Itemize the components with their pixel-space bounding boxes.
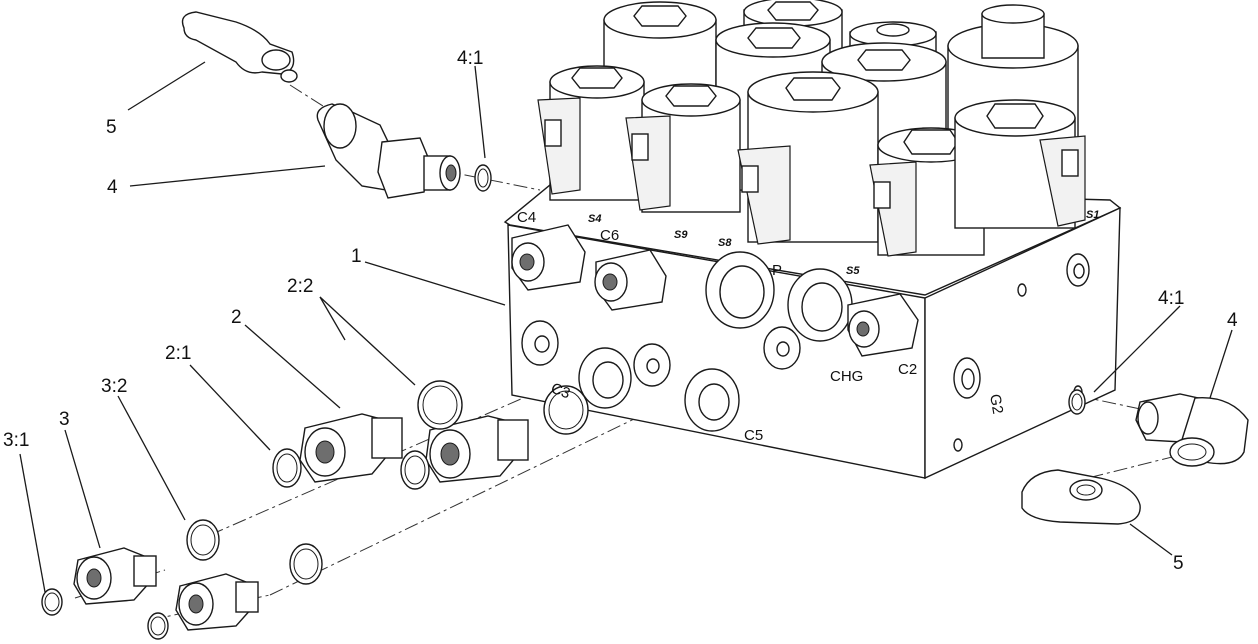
plug-center	[633, 343, 671, 387]
o-ring-2-1-a	[272, 448, 302, 488]
label-c3: C3	[549, 380, 573, 403]
port-c5	[684, 368, 740, 432]
manifold-block	[503, 184, 1122, 480]
callout-3-1: 3:1	[3, 430, 29, 451]
callout-5-top: 5	[106, 117, 117, 138]
label-p: P	[772, 262, 782, 279]
cap-bottom-right	[1021, 469, 1141, 525]
label-c6: C6	[600, 227, 619, 244]
o-ring-3-1-b	[147, 612, 169, 640]
elbow-fitting-right	[1135, 393, 1249, 467]
fitting-3-upper	[73, 547, 157, 605]
leader-lines	[19, 61, 1233, 593]
o-ring-3-2-a	[186, 519, 220, 561]
callout-2: 2	[231, 307, 242, 328]
callout-4-1-left: 4:1	[457, 48, 483, 69]
port-g2	[953, 357, 981, 399]
cartridge-stamps: S4 S9 S8 S5 S1	[588, 209, 1099, 277]
small-hole	[1017, 283, 1027, 297]
o-ring-right	[1068, 389, 1086, 415]
label-c4: C4	[517, 209, 536, 226]
solenoid-front-2	[625, 83, 741, 213]
plug-left	[521, 320, 559, 366]
fitting-2-back	[425, 415, 529, 483]
o-ring-2-2-b	[543, 385, 589, 435]
stamp-s5: S5	[846, 265, 860, 277]
callout-2-1: 2:1	[165, 343, 191, 364]
o-ring-3-1-a	[41, 588, 63, 616]
solenoid-front-3	[737, 71, 879, 245]
port-c3	[578, 347, 632, 409]
stamp-s4: S4	[588, 213, 601, 225]
fitting-2-front	[299, 413, 403, 483]
label-chg: CHG	[830, 368, 863, 385]
port-p	[705, 251, 775, 329]
small-hole	[953, 438, 963, 452]
stamp-s8: S8	[718, 237, 732, 249]
plug-right-upper	[1066, 253, 1090, 287]
stamp-s1: S1	[1086, 209, 1099, 221]
callout-4-left: 4	[107, 177, 118, 198]
fitting-3-lower	[175, 573, 259, 631]
o-ring-3-2-b	[289, 543, 323, 585]
callout-4-right: 4	[1227, 310, 1238, 331]
fitting-c6	[594, 249, 667, 311]
fitting-c4	[511, 224, 586, 291]
elbow-fitting-top-left	[316, 103, 461, 199]
o-ring-top-left	[474, 164, 492, 192]
solenoid-front-1	[537, 65, 645, 201]
plug-chg	[763, 326, 801, 370]
fitting-c2	[847, 293, 919, 357]
callout-3: 3	[59, 409, 70, 430]
callout-2-2: 2:2	[287, 276, 313, 297]
o-ring-2-1-b	[400, 450, 430, 490]
stamp-s9: S9	[674, 229, 688, 241]
solenoid-front-5	[954, 99, 1086, 229]
callouts: 5 4 4:1 1 2:2 2 2:1 3:2 3 3:1 4:1 4 5	[3, 48, 1238, 574]
label-c2: C2	[898, 361, 917, 378]
callout-4-1-right: 4:1	[1158, 288, 1184, 309]
label-c5: C5	[744, 427, 763, 444]
port-labels: C4 C6 P CHG C2 C3 C5 G2	[517, 209, 1006, 444]
label-g2: G2	[986, 393, 1006, 416]
o-ring-2-2-a	[417, 380, 463, 430]
cap-top-left	[181, 11, 298, 83]
callout-1: 1	[351, 246, 362, 267]
port-chg-bore	[787, 268, 853, 342]
callout-5-bottom: 5	[1173, 553, 1184, 574]
cartridge-valves	[537, 0, 1086, 257]
callout-3-2: 3:2	[101, 376, 127, 397]
